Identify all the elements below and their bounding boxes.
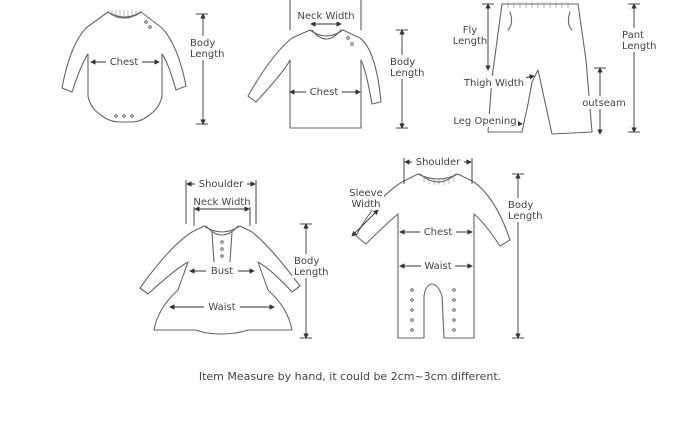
bodysuit-chest-label: Chest xyxy=(110,57,139,68)
bodysuit-diagram: Chest Body Length xyxy=(61,10,225,125)
dress-diagram: Shoulder Neck Width Bust Waist Body Leng… xyxy=(139,177,330,339)
pants-thigh-label: Thigh Width xyxy=(463,78,524,89)
top-neck-label: Neck Width xyxy=(297,11,354,22)
dress-length-label-1: Body xyxy=(294,256,319,267)
romper-sleeve-arrow xyxy=(351,209,379,237)
dress-shoulder-label: Shoulder xyxy=(199,179,244,190)
dress-outline xyxy=(139,225,301,335)
romper-sleeve-label-2: Width xyxy=(351,199,380,210)
top-chest-label: Chest xyxy=(310,87,339,98)
top-neckline xyxy=(311,29,342,40)
romper-collar-rib xyxy=(423,176,455,185)
top-length-label-1: Body xyxy=(390,57,415,68)
romper-chest-label: Chest xyxy=(424,227,453,238)
pants-length-label-2: Length xyxy=(622,41,657,52)
romper-diagram: Shoulder Sleeve Width Chest Waist Body L… xyxy=(348,155,546,339)
top-outline xyxy=(247,29,382,129)
romper-sleeve-label-1: Sleeve xyxy=(349,188,383,199)
romper-length-label-1: Body xyxy=(508,200,533,211)
pants-leg-label: Leg Opening xyxy=(453,116,516,127)
dress-length-label-2: Length xyxy=(294,267,329,278)
pants-length-label-1: Pant xyxy=(622,30,644,41)
measurement-footnote: Item Measure by hand, it could be 2cm~3c… xyxy=(198,370,502,383)
top-diagram: Neck Width Chest Body Length xyxy=(247,0,425,129)
dress-waist-label: Waist xyxy=(208,302,235,313)
bodysuit-length-label-1: Body xyxy=(190,38,215,49)
bodysuit-outline xyxy=(61,11,187,123)
romper-shoulder-label: Shoulder xyxy=(416,157,461,168)
bodysuit-length-label-2: Length xyxy=(190,49,225,60)
top-length-label-2: Length xyxy=(390,68,425,79)
pants-diagram: Fly Length Pant Length Thigh Width outse… xyxy=(452,2,660,135)
pants-fly-label-2: Length xyxy=(453,36,488,47)
pants-outseam-label: outseam xyxy=(582,98,626,109)
romper-outline xyxy=(355,173,511,339)
bodysuit-collar-rib xyxy=(111,10,137,19)
pants-waistband-rib xyxy=(507,2,569,8)
dress-bust-label: Bust xyxy=(211,266,233,277)
romper-waist-label: Waist xyxy=(424,261,451,272)
romper-length-label-2: Length xyxy=(508,211,543,222)
dress-neck-label: Neck Width xyxy=(193,197,250,208)
pants-fly-label-1: Fly xyxy=(463,25,478,36)
